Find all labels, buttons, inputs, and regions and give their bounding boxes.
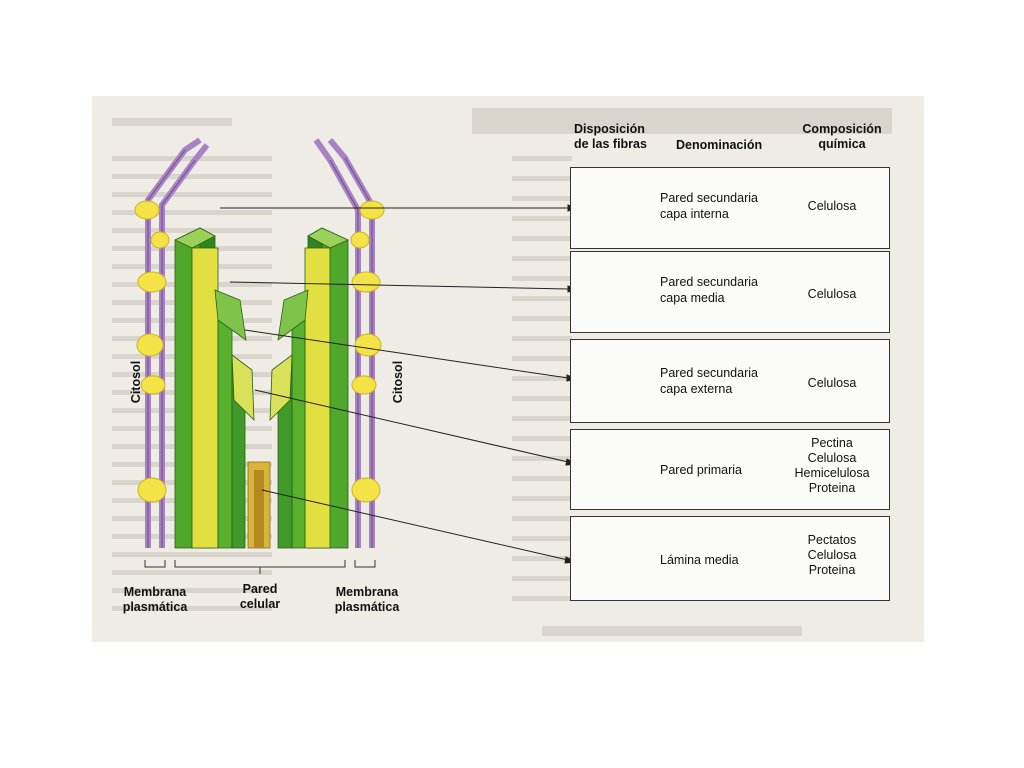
middle-lamella: [247, 461, 271, 549]
header-composition-line-1: Composición: [802, 122, 882, 136]
right-wall-layers: [269, 227, 349, 549]
composition-item: Celulosa: [807, 287, 857, 301]
layer-name-outer-line-2: capa externa: [660, 382, 733, 396]
layer-composition-outer: Celulosa: [796, 376, 868, 391]
layer-name-middle-line-1: Pared secundaria: [660, 275, 758, 289]
layer-name-inner: Pared secundaria capa interna: [660, 190, 758, 222]
membrane-left-line-1: Membrana: [123, 585, 187, 599]
header-fiber-arrangement: Disposición de las fibras: [574, 122, 647, 152]
composition-item: Proteina: [808, 481, 856, 495]
layer-name-primary-line-1: Pared primaria: [660, 463, 742, 477]
header-fiber-line-2: de las fibras: [574, 137, 647, 151]
layer-composition-middle: Celulosa: [796, 287, 868, 302]
layer-row-middle: [570, 251, 890, 333]
layer-composition-inner: Celulosa: [796, 199, 868, 214]
membrane-left-line-2: plasmática: [122, 600, 188, 614]
bottom-brackets: [144, 560, 376, 574]
layer-row-inner: [570, 167, 890, 249]
cytosol-label-left: Citosol: [129, 360, 143, 404]
cell-wall-label: Pared celular: [224, 582, 296, 612]
membrane-label-right: Membrana plasmática: [322, 585, 412, 615]
membrane-label-left: Membrana plasmática: [110, 585, 200, 615]
layer-name-primary: Pared primaria: [660, 462, 742, 478]
layer-name-middle-line-2: capa media: [660, 291, 725, 305]
layer-row-lamella: [570, 516, 890, 601]
composition-item: Proteina: [808, 563, 856, 577]
composition-item: Hemicelulosa: [794, 466, 870, 480]
header-fiber-line-1: Disposición: [574, 122, 645, 136]
composition-item: Celulosa: [807, 376, 857, 390]
composition-item: Pectatos: [807, 533, 857, 547]
header-composition-line-2: química: [818, 137, 866, 151]
layer-row-outer: [570, 339, 890, 423]
layer-name-lamella: Lámina media: [660, 552, 739, 568]
left-wall-layers: [174, 227, 255, 549]
composition-item: Pectina: [811, 436, 853, 450]
layer-name-inner-line-1: Pared secundaria: [660, 191, 758, 205]
membrane-proteins: [134, 200, 385, 503]
layer-name-lamella-line-1: Lámina media: [660, 553, 739, 567]
membrane-right-line-2: plasmática: [334, 600, 400, 614]
composition-item: Celulosa: [807, 548, 857, 562]
layer-name-inner-line-2: capa interna: [660, 207, 729, 221]
membrane-right-line-1: Membrana: [335, 585, 399, 599]
layer-composition-lamella: Pectatos Celulosa Proteina: [796, 533, 868, 578]
header-denomination: Denominación: [676, 138, 763, 152]
header-chemical-composition: Composición química: [794, 122, 890, 152]
composition-item: Celulosa: [807, 199, 857, 213]
left-plasma-membrane: [145, 137, 210, 548]
layer-row-primary: [570, 429, 890, 510]
cell-wall-line-2: celular: [239, 597, 281, 611]
cell-wall-line-1: Pared: [242, 582, 278, 596]
cytosol-label-right: Citosol: [391, 360, 405, 404]
layer-composition-primary: Pectina Celulosa Hemicelulosa Proteina: [790, 436, 874, 496]
layer-name-middle: Pared secundaria capa media: [660, 274, 758, 306]
layer-name-outer: Pared secundaria capa externa: [660, 365, 758, 397]
layer-name-outer-line-1: Pared secundaria: [660, 366, 758, 380]
composition-item: Celulosa: [807, 451, 857, 465]
